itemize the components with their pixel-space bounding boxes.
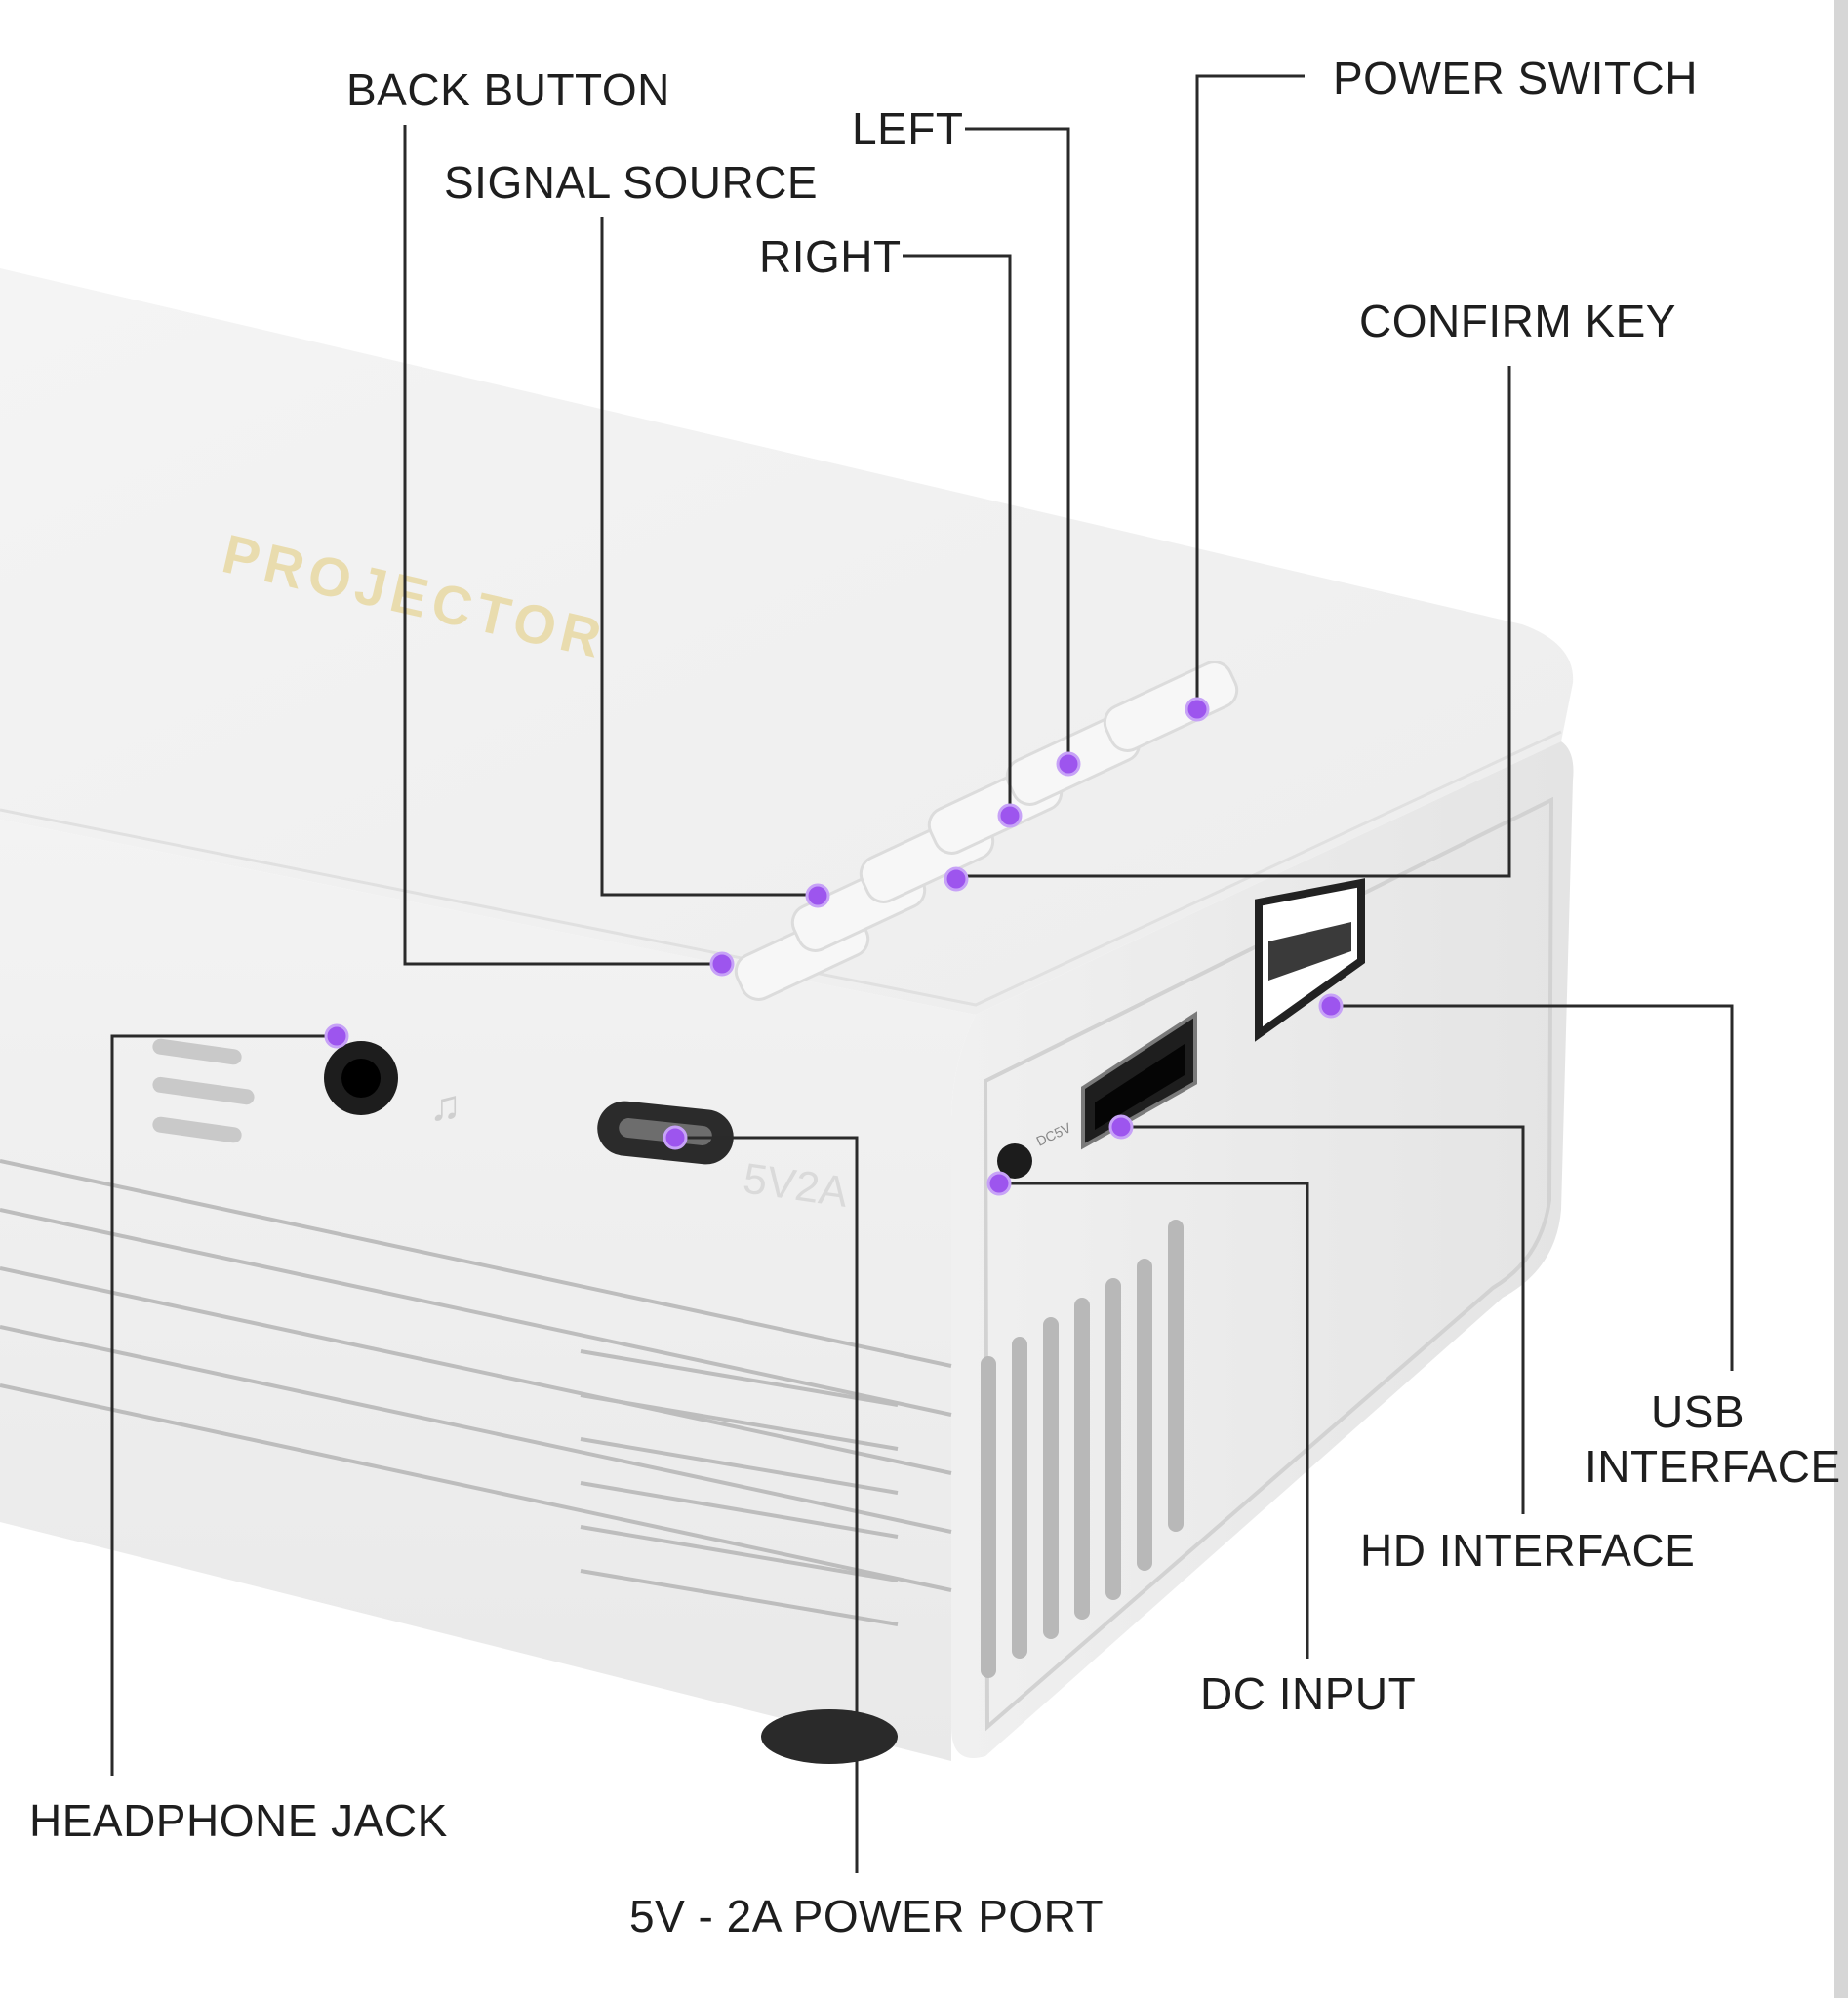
label-power-switch: POWER SWITCH [1333,53,1698,103]
front-face [0,820,976,1761]
usb-port-tongue [1268,922,1351,981]
leader-left [965,127,1070,764]
marker-headphone-jack [324,1023,349,1049]
vent-slot [1105,1278,1121,1600]
label-usb-interface-line1: USB [1651,1386,1745,1437]
vent-slot [1012,1337,1027,1659]
speaker-slot [580,1569,899,1626]
control-buttons [734,661,1239,1001]
vent-slot [1074,1298,1090,1620]
label-back-button: BACK BUTTON [346,64,670,115]
hdmi-port-inner [1095,1044,1185,1130]
vent-slot [152,1038,242,1065]
top-edge [0,730,1562,1007]
vent-slot [1168,1220,1184,1532]
marker-usb-interface [1318,993,1344,1019]
leader-dc-input [999,1182,1309,1659]
leader-lines [110,74,1734,1873]
front-ridge [0,1325,952,1534]
marker-power-port [663,1125,688,1150]
front-ridge [0,1208,952,1417]
leader-signal-source [600,217,816,897]
label-usb-interface-line2: INTERFACE [1585,1441,1841,1492]
speaker-slot [580,1349,899,1407]
leader-power-port [675,1136,859,1873]
leader-back-button [403,125,720,966]
leader-right [903,254,1012,815]
dc-input-port [997,1143,1032,1179]
front-ridge [0,1266,952,1475]
marker-dc-input [986,1171,1012,1196]
label-confirm-key: CONFIRM KEY [1359,296,1676,346]
power-key [1103,661,1239,752]
leader-power-switch [1195,74,1305,709]
callout-labels: BACK BUTTON SIGNAL SOURCE LEFT RIGHT POW… [29,53,1841,1942]
vent-slot [152,1116,242,1143]
label-signal-source: SIGNAL SOURCE [444,157,818,208]
marker-left [1056,751,1081,777]
headphone-jack-hole [341,1059,381,1098]
marker-power-switch [1185,697,1210,722]
speaker-slot [580,1437,899,1495]
projector-body: PROJECTOR ♫ 5V2A [0,268,1574,1764]
label-hd-interface: HD INTERFACE [1360,1525,1695,1576]
label-dc-input: DC INPUT [1200,1668,1416,1719]
edge-shadow [1834,0,1848,1998]
speaker-slot [580,1393,899,1451]
vent-slot [152,1076,255,1105]
side-vents [981,1220,1184,1678]
label-right: RIGHT [759,231,902,282]
top-surface [0,268,1574,1015]
marker-confirm-key [944,866,969,892]
leader-headphone-jack [110,1034,337,1776]
rubber-foot [761,1709,898,1764]
vent-slot [981,1356,996,1678]
speaker-slot [580,1481,899,1539]
leader-confirm-key [956,366,1511,878]
leader-hd-interface [1120,1125,1525,1514]
marker-back-button [709,951,735,977]
front-ridge [0,1159,952,1368]
label-headphone-jack: HEADPHONE JACK [29,1795,448,1846]
marker-right [997,803,1023,828]
speaker-slot [580,1525,899,1582]
side-panel-outline [983,796,1554,1732]
vent-slot [1137,1259,1152,1571]
marker-signal-source [805,883,830,908]
vent-slot [1043,1317,1059,1639]
label-power-port: 5V - 2A POWER PORT [629,1891,1104,1942]
leader-usb-interface [1330,1004,1734,1371]
label-left: LEFT [852,103,963,154]
headphone-icon: ♫ [429,1082,462,1130]
marker-dots [324,697,1344,1196]
marker-hd-interface [1108,1114,1134,1140]
front-ridge [0,1383,952,1592]
